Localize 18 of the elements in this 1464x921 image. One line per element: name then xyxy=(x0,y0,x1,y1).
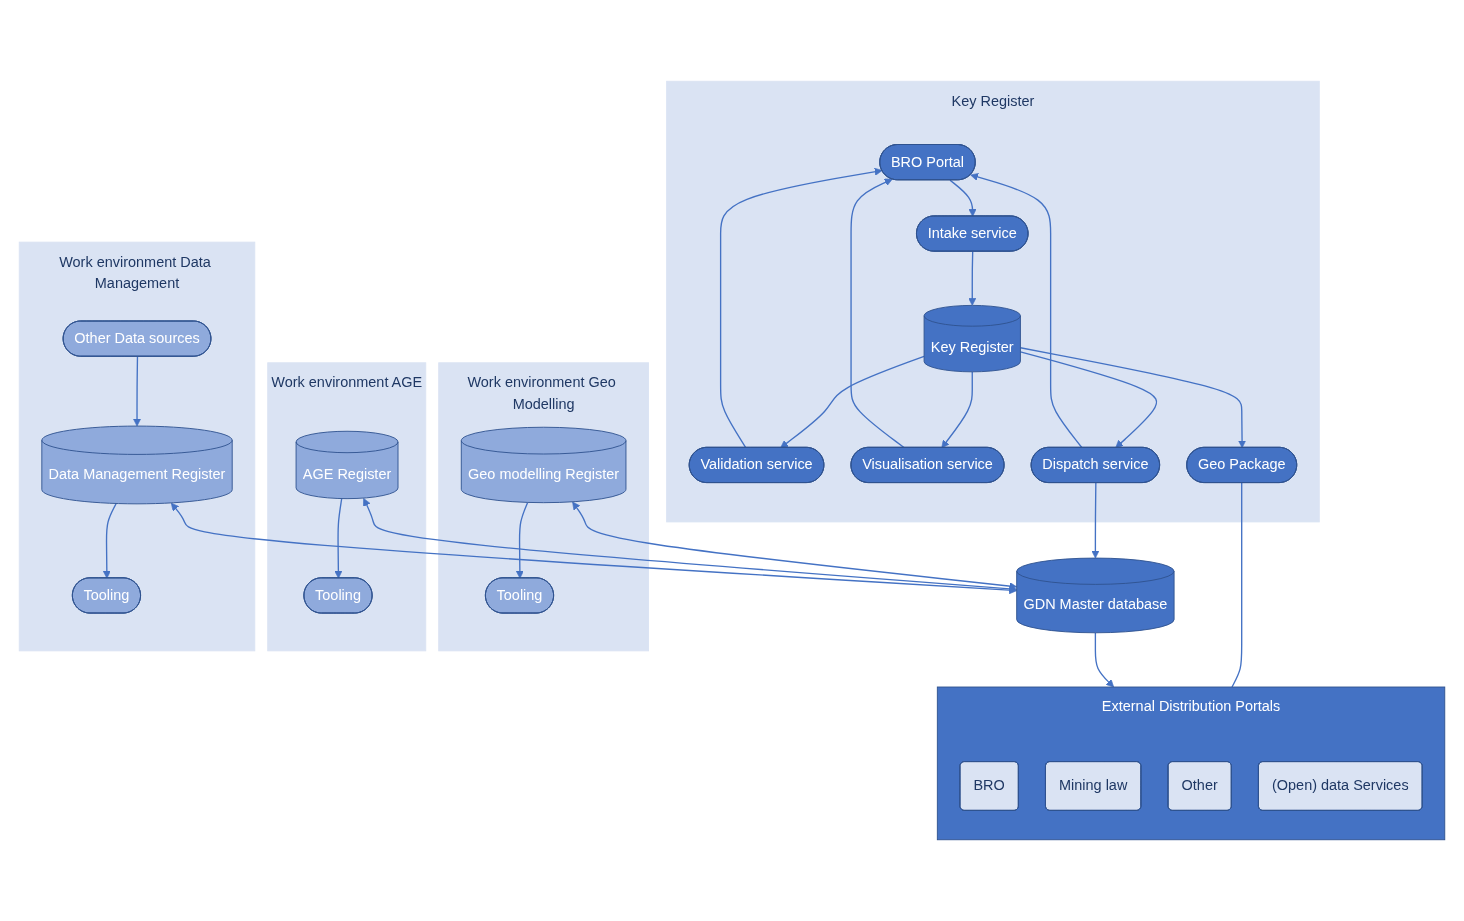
arrow xyxy=(334,497,343,579)
arrow xyxy=(1091,482,1100,559)
arrow xyxy=(102,502,117,579)
arrow xyxy=(515,501,529,579)
arrow xyxy=(850,178,905,449)
arrow xyxy=(133,356,141,427)
arrow xyxy=(572,501,1018,590)
arrow xyxy=(1019,347,1247,449)
arrow xyxy=(941,371,973,449)
arrow xyxy=(1019,351,1158,449)
arrow xyxy=(170,502,1018,595)
arrow xyxy=(968,250,977,306)
arrow xyxy=(1094,632,1115,688)
arrow xyxy=(719,167,883,449)
arrow xyxy=(780,355,925,449)
arrow xyxy=(949,179,977,217)
arrow xyxy=(970,173,1083,449)
connector xyxy=(1231,481,1243,688)
